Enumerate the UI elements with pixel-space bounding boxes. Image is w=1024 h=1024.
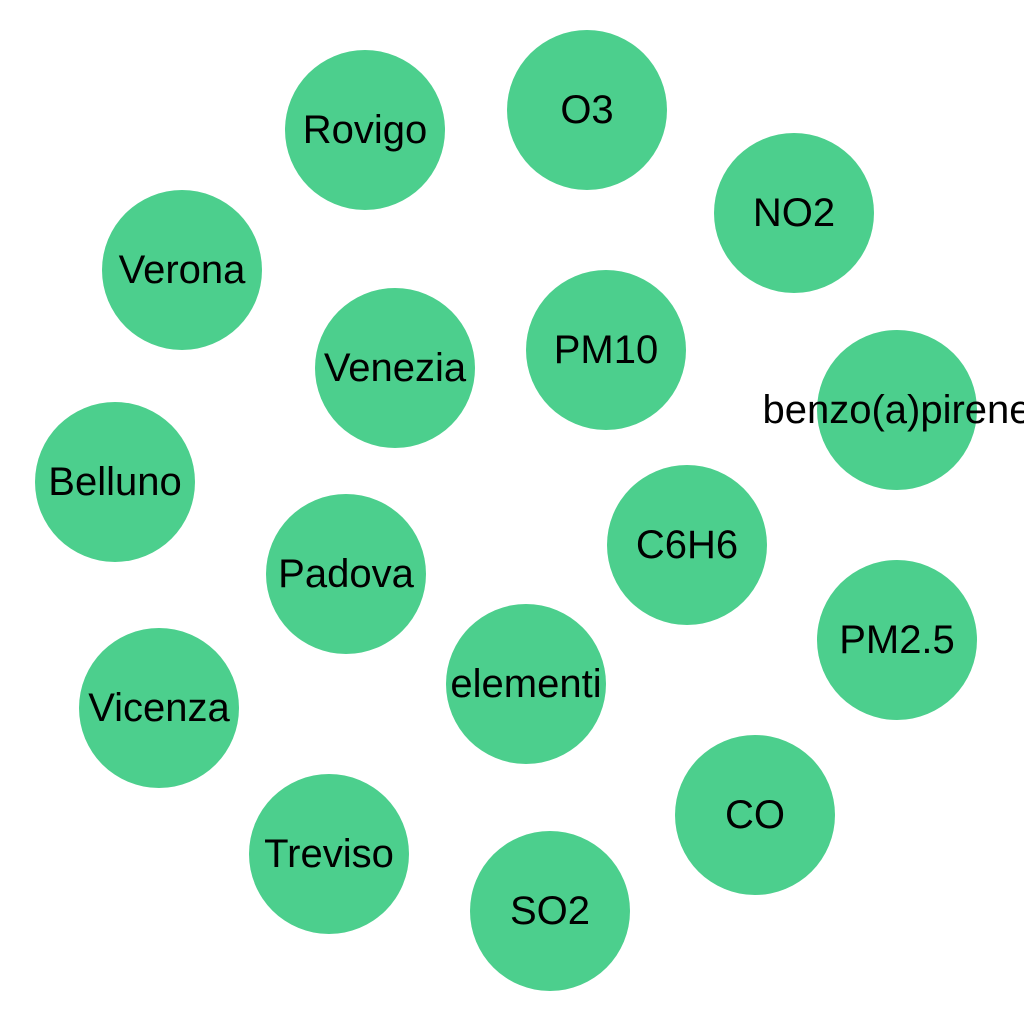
node-co[interactable]: CO <box>675 735 835 895</box>
node-label: benzo(a)pirene <box>762 388 1024 432</box>
node-label: NO2 <box>753 191 835 235</box>
node-c6h6[interactable]: C6H6 <box>607 465 767 625</box>
node-belluno[interactable]: Belluno <box>35 402 195 562</box>
node-pm10[interactable]: PM10 <box>526 270 686 430</box>
node-elementi[interactable]: elementi <box>446 604 606 764</box>
node-label: C6H6 <box>636 523 738 567</box>
node-circle <box>714 133 874 293</box>
node-label: Treviso <box>264 832 394 876</box>
node-circle <box>817 330 977 490</box>
node-circle <box>315 288 475 448</box>
node-label: PM2.5 <box>839 618 955 662</box>
node-so2[interactable]: SO2 <box>470 831 630 991</box>
node-pm25[interactable]: PM2.5 <box>817 560 977 720</box>
node-label: Belluno <box>48 460 181 504</box>
node-rovigo[interactable]: Rovigo <box>285 50 445 210</box>
node-circle <box>249 774 409 934</box>
node-label: O3 <box>560 88 613 132</box>
node-label: CO <box>725 793 785 837</box>
node-label: Rovigo <box>303 108 428 152</box>
node-verona[interactable]: Verona <box>102 190 262 350</box>
node-padova[interactable]: Padova <box>266 494 426 654</box>
node-label: Padova <box>278 552 414 596</box>
node-circle <box>526 270 686 430</box>
node-label: SO2 <box>510 889 590 933</box>
node-o3[interactable]: O3 <box>507 30 667 190</box>
node-label: elementi <box>450 662 601 706</box>
node-circle <box>79 628 239 788</box>
node-treviso[interactable]: Treviso <box>249 774 409 934</box>
node-circle <box>102 190 262 350</box>
node-circle <box>470 831 630 991</box>
node-vicenza[interactable]: Vicenza <box>79 628 239 788</box>
node-circle <box>607 465 767 625</box>
node-label: Verona <box>119 248 247 292</box>
node-venezia[interactable]: Venezia <box>315 288 475 448</box>
node-circle <box>675 735 835 895</box>
node-circle <box>817 560 977 720</box>
node-circle <box>507 30 667 190</box>
node-label: Vicenza <box>88 686 230 730</box>
node-circle <box>35 402 195 562</box>
node-no2[interactable]: NO2 <box>714 133 874 293</box>
node-benzo[interactable]: benzo(a)pirene <box>762 330 1024 490</box>
node-label: PM10 <box>554 328 659 372</box>
node-circle <box>285 50 445 210</box>
node-label: Venezia <box>324 346 467 390</box>
node-circle <box>446 604 606 764</box>
node-circle <box>266 494 426 654</box>
